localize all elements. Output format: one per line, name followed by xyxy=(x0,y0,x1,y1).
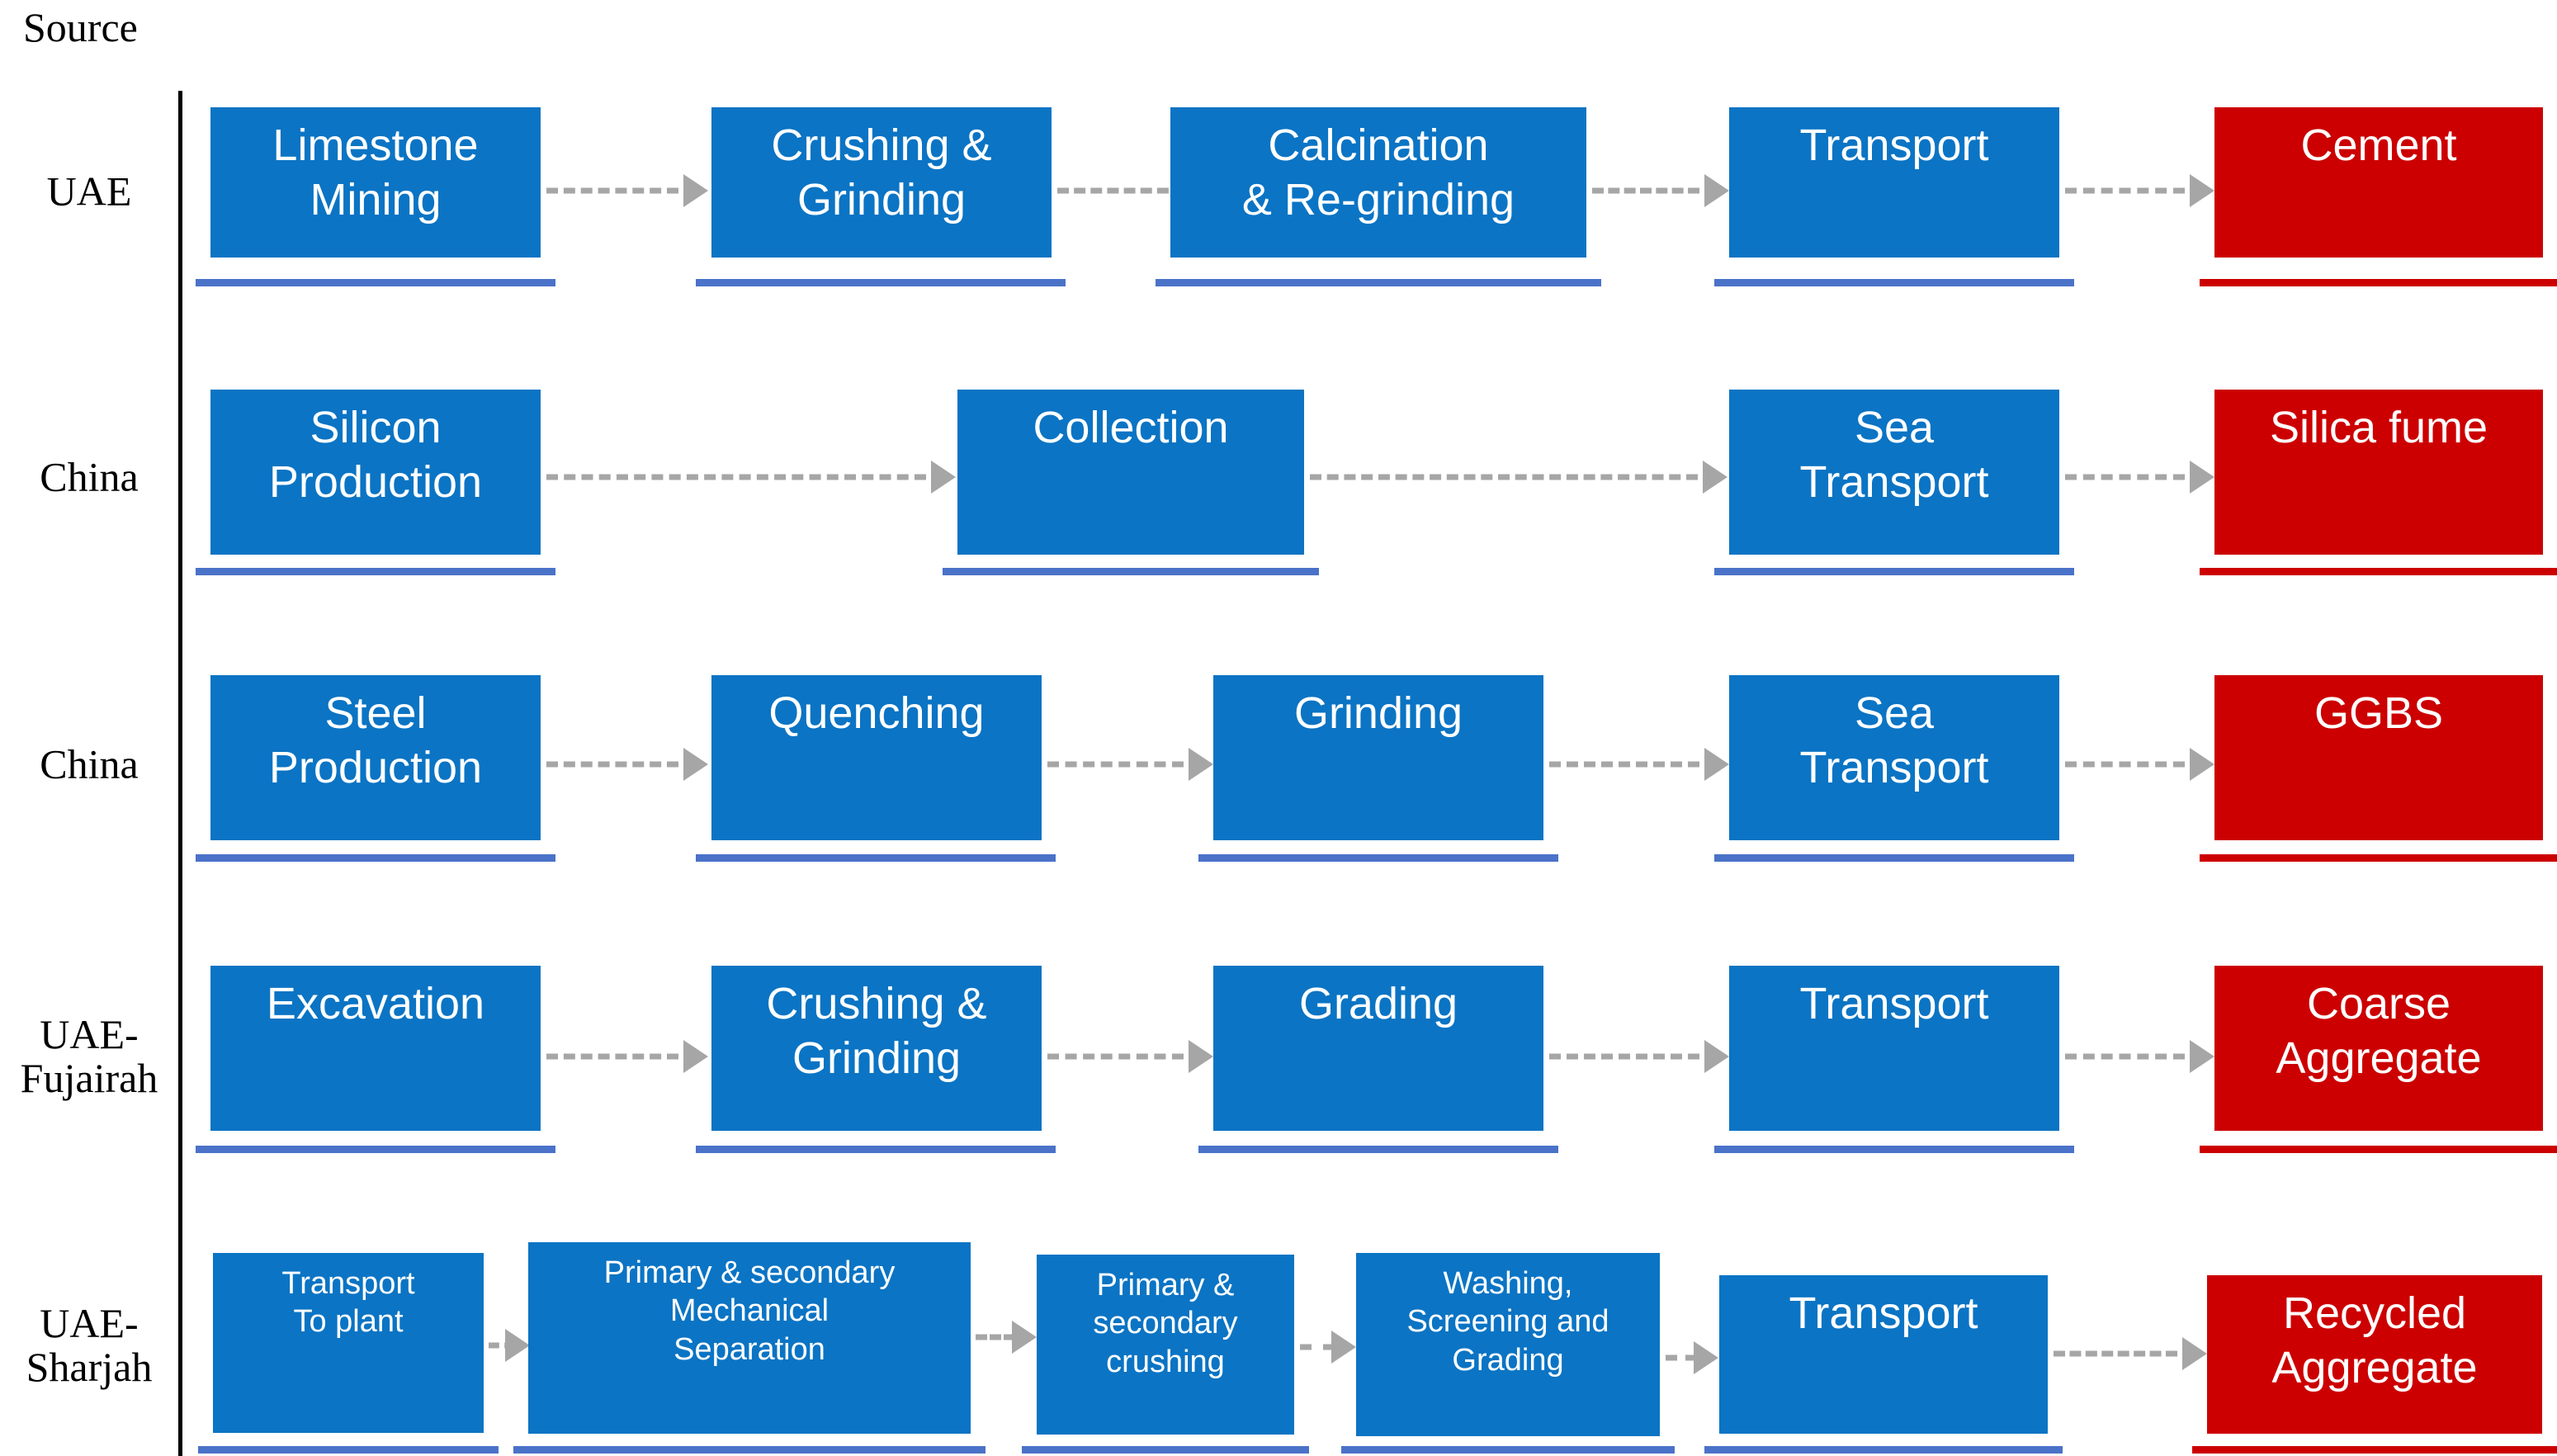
node-transport[interactable]: Transport xyxy=(1719,1275,2048,1434)
node-transport[interactable]: Transport xyxy=(1729,107,2059,258)
node-transport-to-plant[interactable]: Transport To plant xyxy=(213,1253,484,1433)
arrow-line xyxy=(976,1334,1015,1340)
node-underline xyxy=(1714,279,2074,286)
arrow-line xyxy=(546,187,678,194)
node-product-coarse-aggregate[interactable]: Coarse Aggregate xyxy=(2214,966,2543,1131)
arrow-line xyxy=(1310,474,1698,480)
arrow-line xyxy=(2054,1350,2177,1357)
arrow-head-icon xyxy=(1704,174,1729,207)
arrow-head-icon xyxy=(2190,461,2214,494)
arrow-line xyxy=(1300,1344,1335,1350)
node-underline xyxy=(513,1446,985,1454)
node-grading[interactable]: Grading xyxy=(1213,966,1543,1131)
node-calcination-regrinding[interactable]: Calcination & Re-grinding xyxy=(1170,107,1586,258)
arrow-head-icon xyxy=(1704,748,1729,781)
node-underline xyxy=(696,1146,1056,1153)
node-excavation[interactable]: Excavation xyxy=(210,966,541,1131)
node-collection[interactable]: Collection xyxy=(957,390,1304,555)
node-underline xyxy=(1198,1146,1558,1153)
arrow-line xyxy=(546,474,926,480)
node-sea-transport[interactable]: Sea Transport xyxy=(1729,390,2059,555)
node-underline xyxy=(1156,279,1601,286)
node-quenching[interactable]: Quenching xyxy=(711,675,1042,840)
node-underline xyxy=(1022,1446,1309,1454)
node-underline xyxy=(1714,1146,2074,1153)
row-label-uae: UAE xyxy=(46,168,132,215)
arrow-line xyxy=(1047,761,1184,768)
node-underline xyxy=(198,1446,499,1454)
arrow-line xyxy=(489,1342,515,1349)
arrow-head-icon xyxy=(2190,1040,2214,1073)
node-underline xyxy=(196,854,555,862)
arrow-head-icon xyxy=(1703,461,1728,494)
arrow-line xyxy=(2065,761,2185,768)
arrow-head-icon xyxy=(931,461,956,494)
arrow-head-icon xyxy=(2190,748,2214,781)
arrow-line xyxy=(1549,761,1699,768)
node-product-recycled-aggregate[interactable]: Recycled Aggregate xyxy=(2207,1275,2542,1434)
node-underline xyxy=(196,568,555,575)
node-sea-transport[interactable]: Sea Transport xyxy=(1729,675,2059,840)
node-limestone-mining[interactable]: Limestone Mining xyxy=(210,107,541,258)
node-underline xyxy=(2200,279,2557,286)
arrow-head-icon xyxy=(1189,748,1213,781)
node-underline xyxy=(196,1146,555,1153)
node-underline xyxy=(1704,1446,2063,1454)
arrow-head-icon xyxy=(683,174,708,207)
node-underline xyxy=(2200,1146,2557,1153)
node-underline xyxy=(2200,854,2557,862)
vertical-axis-divider xyxy=(178,91,182,1456)
arrow-line xyxy=(546,1053,678,1060)
node-underline xyxy=(1714,854,2074,862)
node-underline xyxy=(943,568,1319,575)
arrow-line xyxy=(546,761,678,768)
node-product-ggbs[interactable]: GGBS xyxy=(2214,675,2543,840)
arrow-head-icon xyxy=(683,1040,708,1073)
node-washing-screening-grading[interactable]: Washing, Screening and Grading xyxy=(1356,1253,1660,1436)
row-label-china-silica: China xyxy=(40,453,139,500)
node-underline xyxy=(2200,568,2557,575)
arrow-line xyxy=(1047,1053,1184,1060)
node-grinding[interactable]: Grinding xyxy=(1213,675,1543,840)
node-silicon-production[interactable]: Silicon Production xyxy=(210,390,541,555)
node-primary-secondary-mechanical-separation[interactable]: Primary & secondary Mechanical Separatio… xyxy=(528,1242,971,1434)
node-underline xyxy=(1198,854,1558,862)
arrow-line xyxy=(1666,1354,1697,1361)
arrow-line xyxy=(2065,187,2185,194)
arrow-head-icon xyxy=(1704,1040,1729,1073)
arrow-head-icon xyxy=(1012,1321,1037,1354)
arrow-head-icon xyxy=(1331,1331,1356,1364)
node-transport[interactable]: Transport xyxy=(1729,966,2059,1131)
node-product-silica-fume[interactable]: Silica fume xyxy=(2214,390,2543,555)
row-label-uae-fujairah: UAE- Fujairah xyxy=(20,1011,158,1101)
node-underline xyxy=(2192,1446,2557,1454)
arrow-line xyxy=(1057,187,1185,194)
arrow-head-icon xyxy=(1694,1341,1718,1374)
node-underline xyxy=(1341,1446,1675,1454)
arrow-head-icon xyxy=(683,748,708,781)
row-label-china-ggbs: China xyxy=(40,740,139,787)
row-label-uae-sharjah: UAE- Sharjah xyxy=(26,1300,153,1390)
node-underline xyxy=(1714,568,2074,575)
node-steel-production[interactable]: Steel Production xyxy=(210,675,541,840)
node-product-cement[interactable]: Cement xyxy=(2214,107,2543,258)
node-crushing-grinding[interactable]: Crushing & Grinding xyxy=(711,966,1042,1131)
source-heading: Source xyxy=(23,4,138,50)
arrow-line xyxy=(2065,1053,2185,1060)
arrow-head-icon xyxy=(505,1329,530,1362)
arrow-head-icon xyxy=(2182,1337,2207,1370)
node-underline xyxy=(696,854,1056,862)
arrow-line xyxy=(2065,474,2185,480)
arrow-line xyxy=(1549,1053,1699,1060)
node-underline xyxy=(196,279,555,286)
node-primary-secondary-crushing[interactable]: Primary & secondary crushing xyxy=(1037,1255,1294,1435)
node-crushing-grinding[interactable]: Crushing & Grinding xyxy=(711,107,1052,258)
arrow-line xyxy=(1592,187,1699,194)
arrow-head-icon xyxy=(1189,1040,1213,1073)
arrow-head-icon xyxy=(2190,174,2214,207)
node-underline xyxy=(696,279,1066,286)
